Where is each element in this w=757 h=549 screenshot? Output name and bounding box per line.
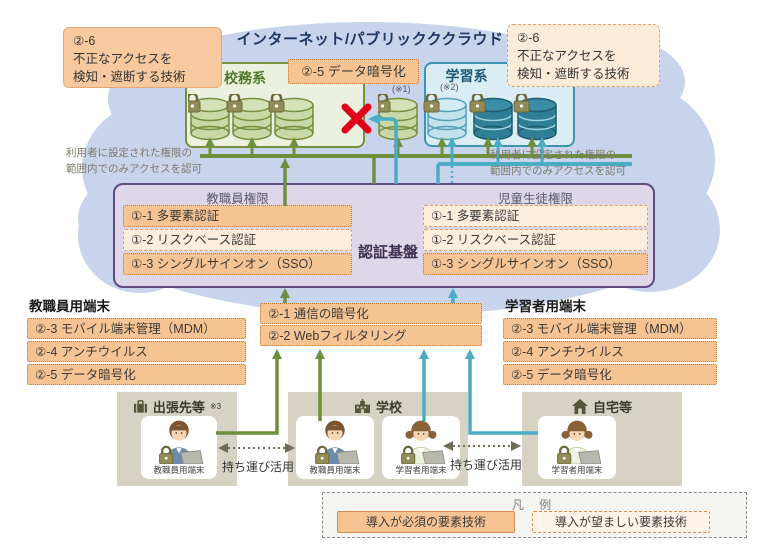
intrusion-right-line2: 不正なアクセスを <box>517 49 617 64</box>
intrusion-detection-box-left: ②-6 不正なアクセスを 検知・遮断する技術 <box>63 27 222 88</box>
auth-teacher-item-mfa: ①-1 多要素認証 <box>123 205 352 227</box>
teacher-avatar <box>315 420 360 464</box>
student-avatar <box>557 420 602 464</box>
intrusion-right-line3: 検知・遮断する技術 <box>517 67 630 82</box>
learning-db-note-1: (※1) <box>392 84 411 94</box>
learner-terminal-title: 学習者用端末 <box>505 299 586 314</box>
teacher-terminal-encryption: ②-5 データ暗号化 <box>27 364 246 385</box>
access-note-right: 利用者に設定された権限の 範囲内でのみアクセスを認可 <box>490 149 626 177</box>
learning-db-note-2: (※2) <box>440 82 459 92</box>
cloud-data-encryption-box: ②-5 データ暗号化 <box>288 59 419 84</box>
teacher-terminal-mdm: ②-3 モバイル端末管理（MDM） <box>27 318 246 339</box>
learning-system-databases <box>378 94 557 141</box>
home-location-label: 自宅等 <box>592 400 632 415</box>
school-learner-device-card: 学習者用端末 <box>382 416 460 479</box>
auth-student-item-mfa: ①-1 多要素認証 <box>423 205 648 227</box>
intrusion-left-line3: 検知・遮断する技術 <box>73 70 186 85</box>
trip-location-header: 出張先等 ※3 <box>117 392 237 416</box>
school-location-label: 学校 <box>375 400 402 415</box>
learner-terminal-antivirus: ②-4 アンチウイルス <box>503 341 717 362</box>
network-item-webfilter: ②-2 Webフィルタリング <box>260 325 482 346</box>
database-icon <box>190 97 314 141</box>
legend-title: 凡 例 <box>511 498 558 512</box>
trip-teacher-device-card: 教職員用端末 <box>141 416 217 479</box>
intrusion-left-line2: 不正なアクセスを <box>73 52 173 67</box>
auth-student-item-sso: ①-3 シングルサインオン（SSO） <box>423 253 648 275</box>
carry-use-label-right: 持ち運び活用 <box>450 458 523 472</box>
network-item-encryption: ②-1 通信の暗号化 <box>260 303 482 324</box>
school-affairs-databases <box>188 94 314 141</box>
school-teacher-device-card: 教職員用端末 <box>296 416 374 479</box>
teacher-terminal-antivirus: ②-4 アンチウイルス <box>27 341 246 362</box>
trip-superscript: ※3 <box>209 402 222 411</box>
school-icon <box>354 399 370 414</box>
legend-required-item: 導入が必須の要素技術 <box>337 511 515 533</box>
auth-teacher-item-sso: ①-3 シングルサインオン（SSO） <box>123 253 352 275</box>
home-learner-device-card: 学習者用端末 <box>538 416 616 479</box>
home-icon <box>571 399 588 414</box>
intrusion-right-line1: ②-6 <box>517 31 540 45</box>
carry-use-label-left: 持ち運び活用 <box>222 460 295 474</box>
teacher-avatar <box>159 420 204 464</box>
teacher-terminal-title: 教職員用端末 <box>29 299 110 314</box>
trip-location-label: 出張先等 <box>152 400 205 415</box>
legend-desirable-item: 導入が望ましい要素技術 <box>532 511 710 533</box>
auth-teacher-item-riskbase: ①-2 リスクベース認証 <box>123 229 352 251</box>
device-label: 学習者用端末 <box>551 465 603 475</box>
learner-terminal-mdm: ②-3 モバイル端末管理（MDM） <box>503 318 717 339</box>
briefcase-icon <box>133 400 147 413</box>
school-location-header: 学校 <box>288 392 468 416</box>
learning-system-title: 学習系 <box>445 68 488 84</box>
home-location-header: 自宅等 <box>522 392 682 416</box>
device-label: 教職員用端末 <box>153 465 205 475</box>
cloud-title: インターネット/パブリックククラウド <box>236 31 504 48</box>
device-label: 教職員用端末 <box>309 465 361 475</box>
auth-platform-label: 認証基盤 <box>357 244 418 261</box>
device-label: 学習者用端末 <box>395 465 447 475</box>
intrusion-detection-box-right: ②-6 不正なアクセスを 検知・遮断する技術 <box>507 24 660 87</box>
access-note-left: 利用者に設定された権限の 範囲内でのみアクセスを認可 <box>66 147 202 175</box>
learner-terminal-encryption: ②-5 データ暗号化 <box>503 364 717 385</box>
student-avatar <box>401 420 446 464</box>
intrusion-left-line1: ②-6 <box>73 34 96 48</box>
auth-student-item-riskbase: ①-2 リスクベース認証 <box>423 229 648 251</box>
